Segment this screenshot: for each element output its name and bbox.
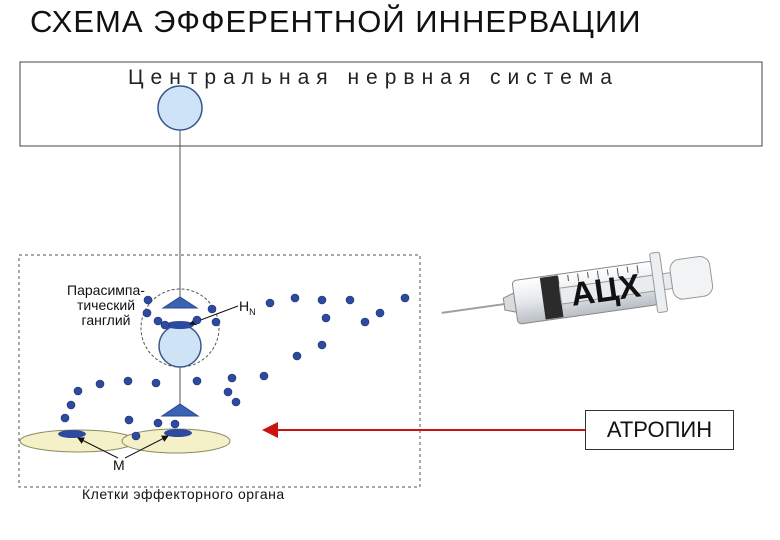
vesicle	[224, 388, 232, 396]
m-receptor-right	[164, 429, 192, 437]
atropine-box: АТРОПИН	[585, 410, 734, 450]
vesicle	[266, 299, 274, 307]
hn-letter: Н	[239, 298, 249, 314]
vesicle	[361, 318, 369, 326]
vesicle	[67, 401, 75, 409]
vesicle	[401, 294, 409, 302]
vesicle	[171, 420, 179, 428]
effector-organ-label: Клетки эффекторного органа	[82, 486, 285, 502]
hn-receptor	[166, 321, 194, 329]
vesicle	[161, 321, 169, 329]
vesicle	[193, 377, 201, 385]
syringe-needle	[442, 304, 506, 313]
vesicle	[193, 316, 201, 324]
ganglion-label: Парасимпа-тический ганглий	[54, 283, 158, 328]
vesicle	[322, 314, 330, 322]
ganglion-neuron-icon	[159, 325, 201, 367]
vesicle	[152, 379, 160, 387]
preganglionic-terminal-icon	[163, 297, 197, 308]
central-neuron-icon	[158, 86, 202, 130]
vesicle	[212, 318, 220, 326]
postganglionic-terminal-icon	[162, 404, 198, 416]
vesicle	[260, 372, 268, 380]
hn-subscript: N	[249, 307, 256, 317]
vesicle	[132, 432, 140, 440]
vesicle	[376, 309, 384, 317]
m-receptor-label: М	[113, 457, 125, 473]
vesicle	[208, 305, 216, 313]
vesicle	[318, 296, 326, 304]
syringe-thumb-rest	[669, 255, 714, 300]
vesicle	[346, 296, 354, 304]
vesicle	[124, 377, 132, 385]
vesicle	[125, 416, 133, 424]
vesicle	[154, 419, 162, 427]
vesicle	[293, 352, 301, 360]
hn-receptor-label: НN	[239, 298, 256, 317]
vesicle	[96, 380, 104, 388]
page-title: СХЕМА ЭФФЕРЕНТНОЙ ИННЕРВАЦИИ	[30, 4, 770, 40]
vesicle	[318, 341, 326, 349]
m-receptor-left	[58, 430, 86, 438]
vesicle	[291, 294, 299, 302]
vesicle	[232, 398, 240, 406]
vesicle	[61, 414, 69, 422]
vesicle	[74, 387, 82, 395]
cns-label: Центральная нервная система	[128, 66, 619, 90]
vesicle	[228, 374, 236, 382]
